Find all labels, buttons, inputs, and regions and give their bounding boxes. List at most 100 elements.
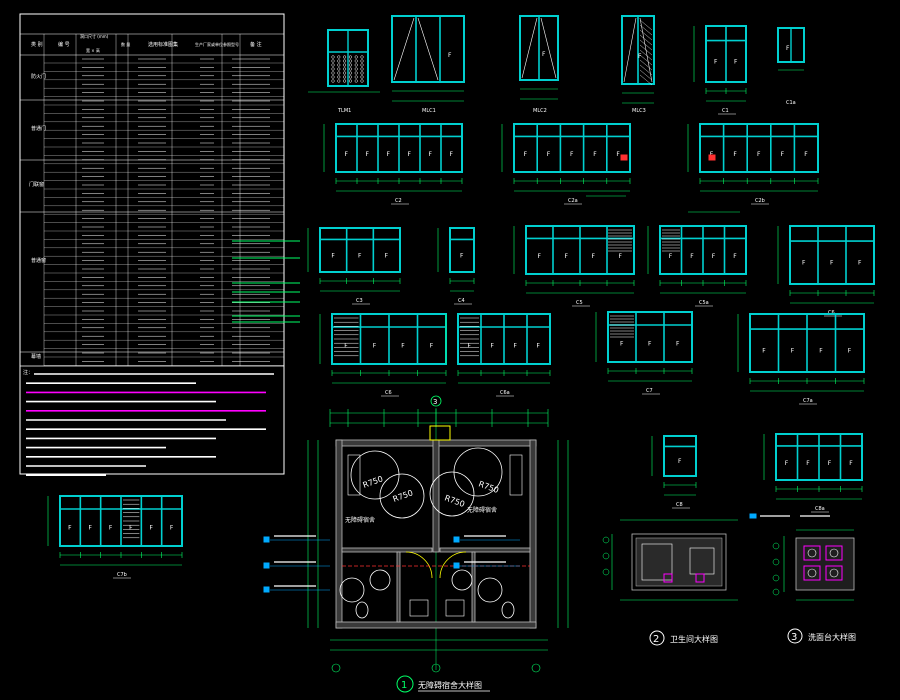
svg-text:F: F xyxy=(791,348,795,355)
svg-text:F: F xyxy=(524,151,528,158)
svg-text:F: F xyxy=(638,53,642,60)
svg-text:F: F xyxy=(68,525,72,532)
category-fire-door: 防火门 xyxy=(31,73,46,80)
svg-text:F: F xyxy=(170,525,174,532)
schedule-categories: 防火门 普通门 门联窗 普通窗 幕墙 注： xyxy=(23,73,46,376)
svg-text:F: F xyxy=(537,343,541,350)
svg-text:F: F xyxy=(468,343,472,350)
svg-text:F: F xyxy=(460,253,464,260)
bathroom-detail-plan: 2 卫生间大样图 xyxy=(602,519,738,646)
svg-text:F: F xyxy=(542,51,546,58)
svg-text:F: F xyxy=(762,348,766,355)
svg-text:F: F xyxy=(802,260,806,267)
main-plan-dormitory: 无障碍宿舍 无障碍宿舍 R750 R750 R750 R750 3 1 无障碍宿… xyxy=(263,395,569,693)
elevation-c4: F C4 xyxy=(437,227,475,305)
svg-text:F: F xyxy=(830,260,834,267)
svg-text:F: F xyxy=(429,151,433,158)
schedule-notes xyxy=(26,373,274,477)
elevation-label-c7: C7 xyxy=(646,388,653,394)
svg-text:F: F xyxy=(547,151,551,158)
elevation-label-c3: C3 xyxy=(356,298,363,304)
svg-text:F: F xyxy=(129,525,133,532)
svg-text:F: F xyxy=(669,253,673,260)
header-category: 类 别 xyxy=(31,41,43,48)
elevation-label-c1a: C1a xyxy=(786,100,796,106)
svg-text:F: F xyxy=(401,343,405,350)
svg-text:F: F xyxy=(592,253,596,260)
main-plan-number: 1 xyxy=(401,680,407,691)
washbasin-detail-plan: 3 洗面台大样图 xyxy=(749,513,856,644)
axis-bubble-3: 3 xyxy=(433,398,437,406)
svg-text:F: F xyxy=(366,151,370,158)
svg-text:F: F xyxy=(358,253,362,260)
elevation-c3: F F F C3 xyxy=(307,227,401,305)
svg-text:F: F xyxy=(804,151,808,158)
elevation-label-c7a: C7a xyxy=(803,398,813,404)
svg-text:F: F xyxy=(849,460,853,467)
svg-text:F: F xyxy=(648,341,652,348)
svg-text:F: F xyxy=(408,151,412,158)
elevation-c7: F F F C7 xyxy=(595,311,693,395)
plan3-title: 洗面台大样图 xyxy=(808,632,856,642)
elevation-label-c8: C8 xyxy=(676,502,683,508)
elevation-label-mlc3: MLC3 xyxy=(632,108,646,114)
svg-text:F: F xyxy=(620,341,624,348)
svg-text:F: F xyxy=(616,151,620,158)
svg-text:F: F xyxy=(514,343,518,350)
svg-text:F: F xyxy=(373,343,377,350)
svg-text:F: F xyxy=(858,260,862,267)
svg-text:F: F xyxy=(387,151,391,158)
category-window: 普通窗 xyxy=(31,257,46,264)
elevation-label-c2b: C2b xyxy=(755,198,765,204)
elevation-c6a: F F F F C6a xyxy=(445,313,551,397)
elevation-mlc3: F MLC3 xyxy=(621,15,655,114)
header-size-sub: 宽 × 高 xyxy=(86,47,100,53)
svg-text:F: F xyxy=(331,253,335,260)
svg-text:F: F xyxy=(344,343,348,350)
svg-text:F: F xyxy=(491,343,495,350)
svg-text:F: F xyxy=(430,343,434,350)
svg-text:F: F xyxy=(785,460,789,467)
plan2-number: 2 xyxy=(653,634,659,645)
door-window-schedule: 类 别 编 号 洞口尺寸 (mm) 宽 × 高 数 量 选用标准图集 生产厂家或… xyxy=(19,13,300,477)
svg-text:F: F xyxy=(734,58,738,65)
elevation-label-c7b: C7b xyxy=(117,572,127,578)
category-door-window: 门联窗 xyxy=(29,181,44,188)
header-qty: 数 量 xyxy=(121,41,130,47)
elevation-label-c5: C5 xyxy=(576,300,583,306)
elevation-label-c4: C4 xyxy=(458,298,465,304)
category-curtain-wall: 幕墙 xyxy=(31,353,41,360)
svg-text:F: F xyxy=(619,253,623,260)
header-maker: 生产厂家或单位参照型号 xyxy=(195,41,239,47)
elevation-tlm1: TLM1 xyxy=(308,29,380,114)
svg-text:F: F xyxy=(848,348,852,355)
svg-text:F: F xyxy=(786,45,790,52)
header-remark: 备 注 xyxy=(250,41,262,48)
svg-text:F: F xyxy=(733,253,737,260)
svg-text:F: F xyxy=(570,151,574,158)
svg-text:F: F xyxy=(678,458,682,465)
svg-text:F: F xyxy=(385,253,389,260)
svg-text:F: F xyxy=(806,460,810,467)
svg-text:F: F xyxy=(345,151,349,158)
svg-text:F: F xyxy=(690,253,694,260)
header-atlas: 选用标准图集 xyxy=(148,41,178,48)
elevation-label-mlc2: MLC2 xyxy=(533,108,547,114)
elevation-label-c8a: C8a xyxy=(815,506,825,512)
elevation-label-c6a: C6a xyxy=(500,390,510,396)
plan3-number: 3 xyxy=(791,632,797,643)
main-room-label-right: 无障碍宿舍 xyxy=(467,506,497,514)
svg-text:F: F xyxy=(448,52,452,59)
svg-text:F: F xyxy=(757,151,761,158)
main-plan-title: 无障碍宿舍大样图 xyxy=(418,680,482,690)
svg-text:F: F xyxy=(676,341,680,348)
